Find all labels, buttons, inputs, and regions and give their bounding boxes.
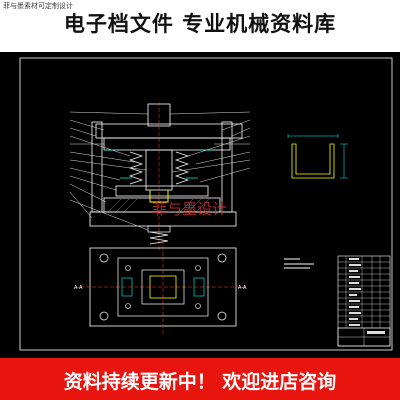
workpiece-in-die (149, 190, 169, 203)
die-plan-view: A-A A-A (74, 240, 247, 334)
guide-hole-bl (99, 311, 109, 321)
guide-post-right (221, 121, 233, 213)
die-section-view (69, 102, 251, 252)
cad-drawing-area: 菲与墨设计 A-A A-A (0, 52, 400, 358)
small-watermark: 菲与墨素材可定制设计 (3, 2, 73, 10)
punch-holder-plate (103, 137, 231, 151)
guide-hole-tr (217, 253, 227, 263)
screw-hole-3 (125, 303, 131, 309)
u-part-outline (291, 143, 335, 179)
bom-table (337, 255, 391, 347)
top-banner: 菲与墨素材可定制设计 电子档文件 专业机械资料库 (0, 0, 400, 52)
guide-hole-tl (99, 253, 109, 263)
drawing-watermark: 菲与墨设计 (152, 200, 227, 218)
plan-cavity (141, 269, 185, 305)
footer-text: 资料持续更新中！ 欢迎进店咨询 (63, 371, 337, 393)
leader-lines-right (169, 111, 251, 183)
stripper-plate (115, 185, 209, 197)
part-drawing (287, 134, 348, 179)
banner-title: 电子档文件 专业机械资料库 (63, 12, 337, 36)
ejector-spring (147, 225, 171, 245)
screw-hole-2 (195, 265, 201, 271)
drawing-frame (19, 57, 393, 351)
plan-die-block (117, 257, 209, 317)
leader-lines-left (69, 111, 149, 231)
die-plate-hatching (107, 197, 211, 213)
section-label-left: A-A (74, 285, 83, 291)
technical-notes (284, 258, 314, 269)
guide-hole-br (217, 311, 227, 321)
bom-text-marks (349, 258, 385, 334)
screw-hole-4 (195, 303, 201, 309)
bottom-banner: 资料持续更新中！ 欢迎进店咨询 (0, 358, 400, 400)
cad-drawing: 菲与墨设计 A-A A-A (19, 57, 393, 351)
guide-post-left (91, 121, 103, 213)
section-label-right: A-A (238, 285, 247, 291)
screw-hole-1 (125, 265, 131, 271)
plan-workpiece (149, 275, 177, 299)
